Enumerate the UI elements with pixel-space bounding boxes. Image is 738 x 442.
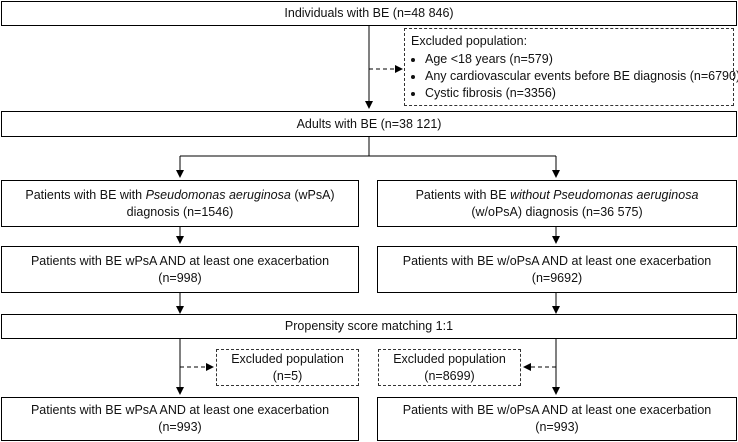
box-excluded-left: Excluded population (n=5)	[216, 349, 359, 386]
box-adults-text: Adults with BE (n=38 121)	[296, 116, 442, 131]
right-final-line1: Patients with BE w/oPsA AND at least one…	[402, 403, 712, 417]
box-right-final: Patients with BE w/oPsA AND at least one…	[377, 397, 737, 441]
psm-text: Propensity score matching 1:1	[284, 319, 454, 333]
left-final-line2: (n=993)	[158, 420, 202, 434]
left-final-line1: Patients with BE wPsA AND at least one e…	[30, 403, 330, 417]
box-individuals-text: Individuals with BE (n=48 846)	[284, 6, 454, 20]
right-diagnosis-line2: (w/oPsA) diagnosis (n=36 575)	[471, 204, 643, 219]
box-left-final: Patients with BE wPsA AND at least one e…	[1, 397, 359, 441]
right-diagnosis-line1: Patients with BE without Pseudomonas aer…	[415, 187, 699, 202]
box-left-diagnosis: Patients with BE with Pseudomonas aerugi…	[1, 180, 359, 227]
excluded-item-cardio: Any cardiovascular events before BE diag…	[425, 68, 738, 85]
left-exac-line1: Patients with BE wPsA AND at least one e…	[30, 253, 330, 268]
box-individuals: Individuals with BE (n=48 846)	[1, 1, 737, 26]
box-right-exacerbation: Patients with BE w/oPsA AND at least one…	[377, 246, 737, 293]
box-left-exacerbation: Patients with BE wPsA AND at least one e…	[1, 246, 359, 293]
left-exac-line2: (n=998)	[158, 270, 202, 285]
box-excluded-right: Excluded population (n=8699)	[378, 349, 521, 386]
right-final-line2: (n=993)	[535, 420, 579, 434]
box-adults: Adults with BE (n=38 121)	[1, 111, 737, 137]
excluded-right-line1: Excluded population	[393, 351, 506, 366]
box-right-diagnosis: Patients with BE without Pseudomonas aer…	[377, 180, 737, 227]
excluded-top-list: Age <18 years (n=579) Any cardiovascular…	[411, 51, 738, 102]
excluded-right-line2: (n=8699)	[424, 368, 475, 383]
excluded-item-age: Age <18 years (n=579)	[425, 51, 727, 68]
box-propensity-matching: Propensity score matching 1:1	[1, 314, 737, 339]
excluded-top-title: Excluded population:	[411, 34, 528, 48]
left-diagnosis-line1: Patients with BE with Pseudomonas aerugi…	[25, 187, 335, 202]
box-excluded-top: Excluded population: Age <18 years (n=57…	[404, 28, 738, 106]
excluded-left-line2: (n=5)	[272, 368, 303, 383]
left-diagnosis-line2: diagnosis (n=1546)	[126, 204, 234, 219]
excluded-left-line1: Excluded population	[231, 351, 344, 366]
excluded-item-cf: Cystic fibrosis (n=3356)	[425, 85, 727, 102]
right-exac-line1: Patients with BE w/oPsA AND at least one…	[402, 253, 712, 268]
right-exac-line2: (n=9692)	[531, 270, 583, 285]
